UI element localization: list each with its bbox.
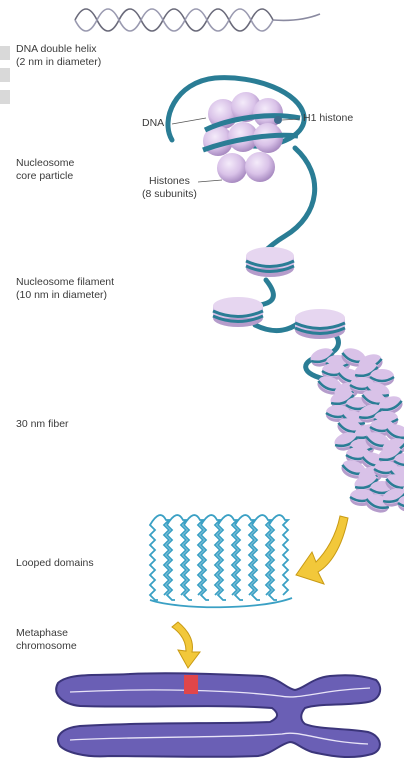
label-looped-domains: Looped domains [16,557,94,570]
loop-domain [201,515,220,600]
nucleosome-filament [213,247,345,339]
loop-domain [269,515,288,600]
loop-domain [184,515,203,600]
loop-domain [150,515,169,600]
chromosome-band [184,675,198,694]
arrow-to-chromosome [172,622,200,668]
label-dna: DNA [142,117,164,130]
label-dna-double-helix: DNA double helix (2 nm in diameter) [16,43,101,69]
loop-domain [167,515,186,600]
dna-double-helix [75,9,320,31]
loop-domain [252,515,271,600]
label-30nm-fiber: 30 nm fiber [16,418,69,431]
loop-domain [218,515,237,600]
nucleosome-core-particle [203,92,300,183]
metaphase-chromosome [56,673,380,757]
looped-domains [150,515,292,607]
label-nucleosome-core-particle: Nucleosome core particle [16,157,74,183]
loop-domain [235,515,254,600]
label-h1-histone: H1 histone [303,112,353,125]
label-metaphase-chromosome: Metaphase chromosome [16,627,77,653]
label-nucleosome-filament: Nucleosome filament (10 nm in diameter) [16,276,114,302]
label-histones: Histones (8 subunits) [142,175,197,201]
arrow-to-looped-domains [296,516,348,584]
30nm-fiber [308,345,404,515]
